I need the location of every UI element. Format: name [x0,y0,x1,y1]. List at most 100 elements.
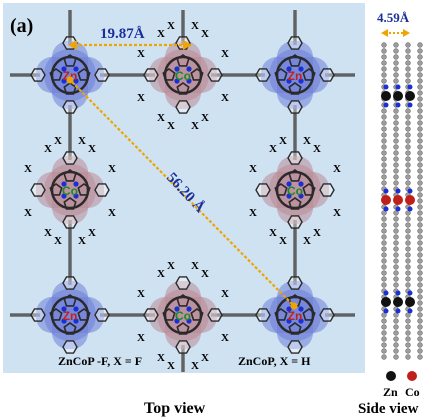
nitrogen-atom [286,181,292,187]
macrocycle-ring [163,55,203,95]
caption-left-formula: ZnCoP -F, X = F [58,354,142,368]
substituent-x: X [201,268,209,280]
side-zn-atom [381,91,391,101]
nitrogen-atom [73,66,79,72]
side-atom [405,270,411,276]
side-zn-atom [405,91,415,101]
side-atom [405,354,411,360]
pyrrole-ring [63,197,77,210]
side-atom [417,264,423,270]
pyrrole-ring [63,169,77,182]
side-atom [393,42,399,48]
side-nitrogen-atom [383,308,389,314]
side-atom [393,312,399,318]
side-atom [405,48,411,54]
substituent-x: X [167,20,175,32]
phenyl-ring [287,151,303,165]
side-atom [381,258,387,264]
nitrogen-atom [174,66,180,72]
side-atom [381,114,387,120]
side-atom [393,108,399,114]
side-zn-atom [393,297,403,307]
side-atom [417,258,423,264]
side-atom [405,132,411,138]
side-atom [417,336,423,342]
substituent-x: X [44,143,52,155]
phenyl-ring [255,68,271,82]
distance-label-interlayer: 4.59Å [377,10,410,25]
pyrrole-ring [274,68,288,81]
substituent-x: X [157,112,165,124]
side-atom [393,114,399,120]
side-atom [417,156,423,162]
pyrrole-ring [77,308,91,321]
substituent-x: X [221,288,229,300]
metal-label-zn: Zn [288,309,303,323]
legend-zn-label: Zn [383,385,398,399]
side-atom [417,318,423,324]
side-atom [405,330,411,336]
nitrogen-atom [298,66,304,72]
phenyl-ring [94,68,110,82]
side-atom [405,264,411,270]
side-atom [417,276,423,282]
side-atom [405,234,411,240]
side-nitrogen-atom [407,188,413,194]
side-atom [417,198,423,204]
substituent-x: X [201,28,209,40]
side-atom [381,168,387,174]
macrocycle-ring [275,55,315,95]
pyrrole-ring [63,54,77,67]
side-atom [393,156,399,162]
side-atom [393,264,399,270]
pyrrole-ring [63,322,77,335]
pyrrole-ring [63,82,77,95]
porphyrin-unit-zn: Zn [255,276,335,354]
side-atom [417,186,423,192]
side-atom [381,156,387,162]
side-zn-atom [393,91,403,101]
side-atom [393,318,399,324]
side-atom [393,150,399,156]
pyrrole-ring [274,308,288,321]
side-atom [417,270,423,276]
pyrrole-ring [63,294,77,307]
side-atom [393,180,399,186]
side-atom [417,342,423,348]
phenyl-ring [287,36,303,50]
side-atom [405,78,411,84]
side-atom [393,240,399,246]
side-atom [381,138,387,144]
phenyl-ring [287,100,303,114]
side-atom [405,174,411,180]
distance-arrow-diagonal [66,76,298,310]
side-atom [417,180,423,186]
side-atom [381,78,387,84]
substituent-x: X [88,143,96,155]
side-atom [381,162,387,168]
side-atom [405,222,411,228]
side-atom [417,210,423,216]
side-atom [417,66,423,72]
side-atom [393,252,399,258]
side-nitrogen-atom [383,188,389,194]
side-atom [393,138,399,144]
porphyrin-unit-zn: Zn [30,276,110,354]
side-nitrogen-atom [383,290,389,296]
phenyl-ring [62,151,78,165]
macrocycle-ring [163,295,203,335]
side-atom [405,318,411,324]
substituent-x: X [313,143,321,155]
side-atom [405,72,411,78]
substituent-x: X [249,163,257,175]
side-atom [417,216,423,222]
side-atom [405,66,411,72]
side-atom [393,282,399,288]
nitrogen-atom [186,66,192,72]
caption-right-formula: ZnCoP, X = H [238,354,311,368]
panel-label: (a) [10,15,33,37]
substituent-x: X [303,235,311,247]
substituent-x: X [249,207,257,219]
side-atom [405,312,411,318]
porphyrin-unit-co: Co [143,36,223,114]
